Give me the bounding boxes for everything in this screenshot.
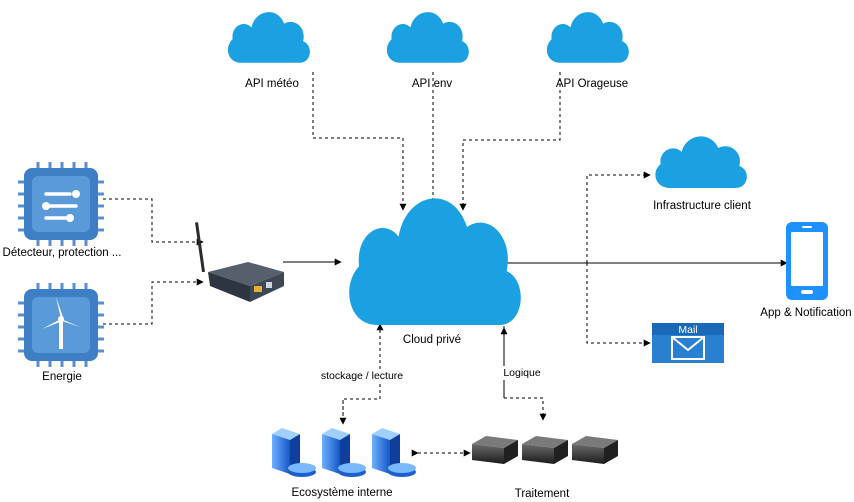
edge-api-orageuse-to-cloud [459, 72, 561, 211]
mail-badge-label: Mail [678, 324, 698, 336]
edge-stockage-lecture [342, 323, 384, 422]
ecosysteme-label: Ecosystème interne [291, 487, 393, 499]
smartphone-icon [786, 222, 828, 300]
server-box-icon [572, 436, 618, 464]
mail-envelope-icon [652, 323, 724, 363]
server-database-icon [372, 428, 416, 477]
infra-client-label: Infrastructure client [653, 200, 751, 212]
circuit-chip-icon [18, 162, 104, 246]
edge-energie-to-router [103, 278, 204, 325]
edge-cloud-to-mail [586, 263, 651, 347]
wind-turbine-chip-icon [18, 283, 104, 367]
wifi-router-icon [195, 222, 284, 302]
cloud-prive-cloud-icon [349, 198, 521, 325]
energie-label: Energie [42, 371, 82, 383]
logique-edge-label: Logique [501, 366, 543, 380]
api-meteo-label: API météo [245, 78, 299, 90]
api-orageuse-label: API Orageuse [555, 78, 629, 90]
stockage-edge-label: stockage / lecture [318, 369, 406, 383]
server-database-icon [322, 428, 366, 477]
api-meteo-cloud-icon [227, 12, 310, 63]
infra-client-cloud-icon [655, 136, 747, 188]
edges [103, 72, 788, 457]
app-notification-label: App & Notification [760, 307, 852, 319]
edge-detecteur-to-router [103, 198, 204, 246]
detecteur-label: Détecteur, protection ... [2, 247, 122, 259]
server-database-icon [272, 428, 316, 477]
api-orageuse-cloud-icon [546, 12, 629, 63]
cloud-prive-label: Cloud privé [402, 334, 462, 346]
edge-api-meteo-to-cloud [312, 72, 407, 211]
api-env-cloud-icon [386, 12, 469, 63]
traitement-label: Traitement [514, 488, 570, 500]
server-box-icon [472, 436, 518, 464]
edge-cloud-to-infra [586, 171, 651, 263]
server-box-icon [522, 436, 568, 464]
api-env-label: API env [411, 78, 453, 90]
